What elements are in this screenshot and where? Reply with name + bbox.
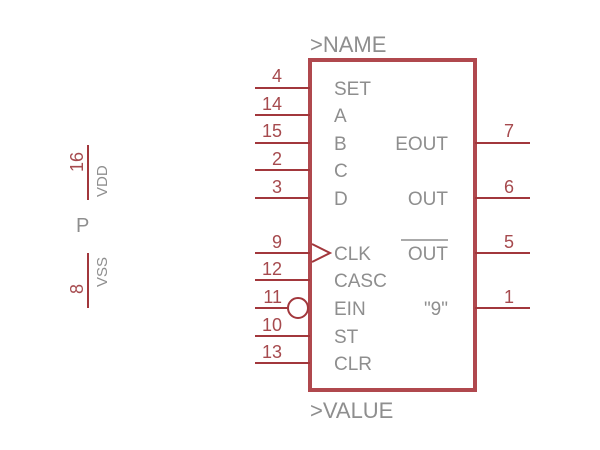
right-pin-group: 7 EOUT 6 OUT 5 OUT 1 "9": [395, 121, 530, 320]
pin-number: 4: [272, 66, 282, 86]
pin-number: 12: [262, 259, 282, 279]
pin-number: 9: [272, 232, 282, 252]
pin-label: B: [334, 134, 347, 155]
pin-number: 10: [262, 315, 282, 335]
power-pin-group: 16 VDD P 8 VSS: [67, 145, 111, 308]
chip-body: [308, 58, 477, 392]
pin-label: CLK: [334, 244, 371, 265]
pin-label-inverted: OUT: [408, 244, 449, 265]
inversion-bubble-icon: [287, 297, 309, 319]
power-part-label: P: [76, 215, 89, 237]
pin-number: 1: [504, 287, 514, 307]
left-pin-group: 4 SET 14 A 15 B 2 C 3 D 9 CLK 12 CASC 11…: [255, 66, 387, 375]
pin-number: 15: [262, 121, 282, 141]
pin-label: A: [334, 106, 347, 127]
pin-number: 6: [504, 177, 514, 197]
pin-label: CASC: [334, 271, 387, 292]
pin-label: D: [334, 189, 348, 210]
pin-number: 5: [504, 232, 514, 252]
pin-number: 7: [504, 121, 514, 141]
pin-label: SET: [334, 79, 371, 100]
pin-number: 3: [272, 177, 282, 197]
pin-number: 14: [262, 94, 282, 114]
pin-number: 13: [262, 342, 282, 362]
pin-label: CLR: [334, 354, 372, 375]
pin-label: EOUT: [395, 134, 448, 155]
vss-label: VSS: [94, 257, 111, 287]
pin-label: OUT: [408, 189, 449, 210]
vss-pin-number: 8: [67, 284, 87, 294]
pin-label: EIN: [334, 299, 366, 320]
value-label: >VALUE: [310, 398, 393, 423]
vdd-pin-number: 16: [67, 152, 87, 172]
clock-marker-icon: [311, 243, 333, 263]
pin-label: "9": [424, 299, 448, 320]
vdd-label: VDD: [94, 165, 111, 197]
pin-label: C: [334, 161, 348, 182]
pin-number: 2: [272, 149, 282, 169]
pin-label: ST: [334, 327, 359, 348]
pin-number: 11: [263, 287, 282, 307]
name-label: >NAME: [310, 32, 386, 57]
